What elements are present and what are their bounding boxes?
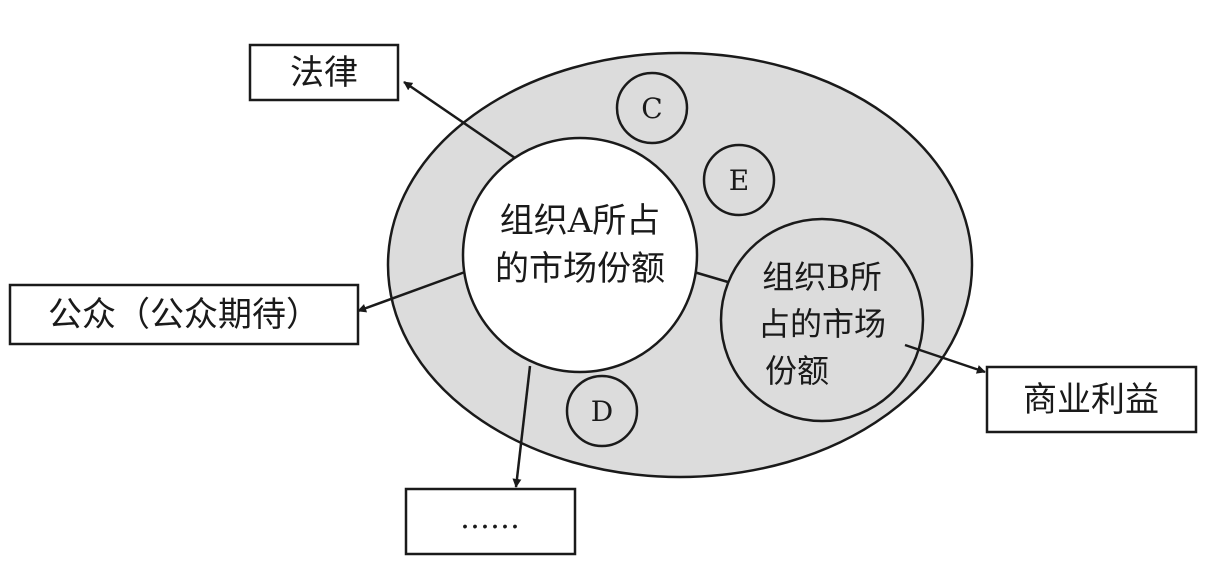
circle-d: D xyxy=(565,374,639,448)
circle-e: E xyxy=(702,143,776,217)
circle-c: C xyxy=(615,71,689,145)
arrow-to-public xyxy=(357,270,466,313)
law-box: 法律 xyxy=(248,43,400,102)
arrow-to-other xyxy=(512,365,532,488)
commercial-label: 商业利益 xyxy=(1023,380,1159,420)
org-a-line2: 的市场份额 xyxy=(495,249,665,289)
arrow-to-law xyxy=(403,80,516,160)
circle-d-label: D xyxy=(591,395,613,428)
law-label: 法律 xyxy=(290,53,358,93)
other-label: …… xyxy=(460,501,520,536)
commercial-box: 商业利益 xyxy=(985,365,1198,434)
org-b-line3: 份额 xyxy=(765,352,829,390)
connector-a-b xyxy=(693,270,729,284)
org-a-line1: 组织A所占 xyxy=(500,201,661,241)
public-label: 公众（公众期待） xyxy=(48,295,320,335)
org-b-circle: 组织B所 占的市场 份额 xyxy=(719,217,925,423)
arrow-to-commercial xyxy=(904,343,986,374)
circle-c-label: C xyxy=(641,92,662,125)
org-b-line2: 占的市场 xyxy=(758,305,886,343)
other-box: …… xyxy=(404,487,577,556)
circle-e-label: E xyxy=(729,164,749,197)
org-b-line1: 组织B所 xyxy=(762,258,882,296)
public-box: 公众（公众期待） xyxy=(8,283,360,346)
org-a-circle: 组织A所占 的市场份额 xyxy=(461,136,699,374)
